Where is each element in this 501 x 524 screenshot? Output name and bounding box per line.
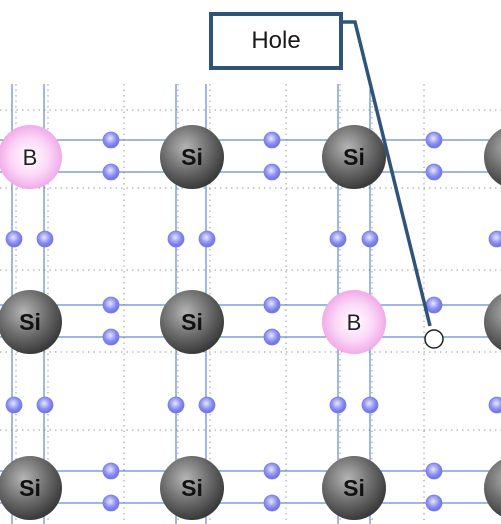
atom-symbol: Si bbox=[181, 144, 203, 170]
atom-symbol: Si bbox=[19, 309, 41, 335]
electron bbox=[102, 328, 120, 346]
electron bbox=[167, 230, 185, 248]
electron bbox=[488, 230, 501, 248]
hole-callout bbox=[343, 20, 444, 349]
silicon-atom-sphere bbox=[322, 456, 386, 520]
hole-label: Hole bbox=[251, 27, 301, 54]
electron bbox=[263, 328, 281, 346]
silicon-atom-sphere bbox=[484, 293, 501, 351]
electron bbox=[263, 462, 281, 480]
electron bbox=[36, 230, 54, 248]
silicon-atom: Si bbox=[322, 125, 386, 189]
electron bbox=[198, 396, 216, 414]
electron bbox=[425, 494, 443, 512]
silicon-atom-sphere bbox=[484, 459, 501, 517]
silicon-atom: Si bbox=[160, 290, 224, 354]
silicon-atom bbox=[484, 459, 501, 517]
silicon-atom: Si bbox=[160, 125, 224, 189]
valence-electrons bbox=[5, 131, 501, 512]
silicon-atom bbox=[484, 128, 501, 186]
electron bbox=[263, 131, 281, 149]
electron bbox=[263, 494, 281, 512]
electron bbox=[102, 296, 120, 314]
electron bbox=[361, 396, 379, 414]
atom-symbol: Si bbox=[343, 475, 365, 501]
electron bbox=[5, 396, 23, 414]
atom-symbol: Si bbox=[19, 475, 41, 501]
electron bbox=[167, 396, 185, 414]
atom-symbol: B bbox=[347, 310, 362, 335]
boron-atom-sphere bbox=[0, 125, 62, 189]
callout-pointer-line bbox=[343, 20, 432, 327]
electron bbox=[425, 163, 443, 181]
electron bbox=[102, 163, 120, 181]
electron bbox=[425, 296, 443, 314]
atom-symbol: B bbox=[23, 145, 38, 170]
electron bbox=[488, 396, 501, 414]
silicon-atom-sphere bbox=[0, 456, 62, 520]
silicon-atom: Si bbox=[0, 456, 62, 520]
boron-atom-sphere bbox=[322, 290, 386, 354]
silicon-atom-sphere bbox=[0, 290, 62, 354]
hole-label-box: Hole bbox=[209, 12, 343, 70]
silicon-atom bbox=[484, 293, 501, 351]
silicon-atom: Si bbox=[322, 456, 386, 520]
electron bbox=[329, 396, 347, 414]
electron bbox=[36, 396, 54, 414]
atom-symbol: Si bbox=[181, 475, 203, 501]
boron-atom: B bbox=[0, 125, 62, 189]
boron-atom: B bbox=[322, 290, 386, 354]
electron bbox=[425, 462, 443, 480]
electron bbox=[5, 230, 23, 248]
electron bbox=[102, 494, 120, 512]
electron bbox=[329, 230, 347, 248]
hole-marker bbox=[424, 329, 444, 349]
silicon-atom-sphere bbox=[160, 456, 224, 520]
electron bbox=[425, 131, 443, 149]
electron bbox=[198, 230, 216, 248]
silicon-atom: Si bbox=[0, 290, 62, 354]
silicon-atom-sphere bbox=[322, 125, 386, 189]
electron bbox=[263, 163, 281, 181]
silicon-atom-sphere bbox=[160, 125, 224, 189]
silicon-atom-sphere bbox=[160, 290, 224, 354]
electron bbox=[102, 131, 120, 149]
electron bbox=[102, 462, 120, 480]
electron bbox=[263, 296, 281, 314]
atom-symbol: Si bbox=[181, 309, 203, 335]
silicon-atom-sphere bbox=[484, 128, 501, 186]
silicon-atom: Si bbox=[160, 456, 224, 520]
electron bbox=[361, 230, 379, 248]
atom-symbol: Si bbox=[343, 144, 365, 170]
